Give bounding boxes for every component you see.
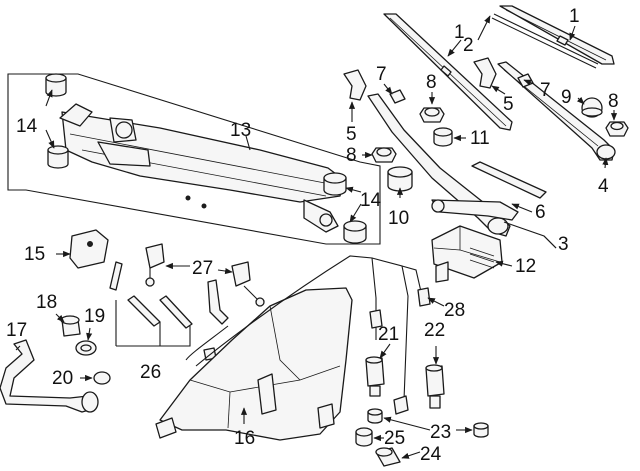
linkage-assembly [59,103,345,233]
blade-insert [491,13,599,69]
filler-seal [75,340,97,356]
arm-cap-left [343,69,367,101]
wiper-blade-left [383,13,513,131]
sensor-seal [355,427,373,447]
level-sensor-left [145,243,165,287]
arm-cap-right [473,57,497,89]
callout-5-left: 5 [346,124,357,145]
pivot-cap [581,97,603,118]
callout-4: 4 [598,176,609,197]
wiper-arm-right [497,61,616,161]
wiper-blade-right [499,5,615,65]
callout-19: 19 [84,306,105,327]
callout-28: 28 [444,300,465,321]
callout-5-right: 5 [503,94,514,115]
callout-13: 13 [230,120,251,141]
bushing-bottom-right [343,220,367,244]
callout-16: 16 [234,428,255,449]
level-sensor-right [231,261,265,307]
seal [387,166,413,192]
callout-14-left: 14 [16,116,38,137]
nut-center [419,107,445,123]
callout-15: 15 [24,244,45,265]
callout-22: 22 [424,320,445,341]
pump-grommet-left [367,408,383,424]
nut-lower [371,147,397,163]
cowl-panel [471,161,547,199]
wiper-motor [431,225,503,283]
callout-10: 10 [388,208,409,229]
callout-3: 3 [558,234,569,255]
bushing-top-left [45,73,67,97]
reservoir-cap [69,229,109,269]
washer-pump-right [425,364,445,409]
callout-7-right: 7 [540,80,551,101]
level-sensor-bottom [375,447,401,467]
callout-12: 12 [515,256,536,277]
callout-23: 23 [430,422,451,443]
callout-2: 2 [463,35,474,56]
washer-pump-left [365,356,385,397]
filler-cap [60,315,81,337]
washer-reservoir [155,287,353,441]
callout-8-lower: 8 [346,145,357,166]
wiper-arm-left [367,93,511,237]
leader-lines [15,15,618,459]
hose-b [127,295,161,327]
hose-a [109,261,123,291]
pump-grommet-right [473,422,489,438]
hose-c [159,295,193,329]
callout-27: 27 [192,258,213,279]
callout-20: 20 [52,368,73,389]
callout-14-right: 14 [360,190,382,211]
nut-right [605,121,629,137]
callout-1-left: 1 [454,22,465,43]
callout-8-center: 8 [426,72,437,93]
callout-9: 9 [561,87,572,108]
callout-24: 24 [420,444,442,465]
hose-clamp [93,371,111,385]
callout-8-right: 8 [608,91,619,112]
wire-harness [195,255,431,415]
bushing-bottom-left [47,145,69,169]
clip-left [389,89,406,104]
callout-1-right: 1 [569,6,580,27]
callout-11: 11 [470,128,490,149]
bushing-top-right [323,172,347,196]
callout-21: 21 [378,324,399,345]
callout-18: 18 [36,292,57,313]
linkage-bracket [431,199,519,221]
callout-26: 26 [140,362,161,383]
callout-7-left: 7 [376,64,387,85]
callout-17: 17 [6,320,27,341]
linkage-frame-box [7,73,381,245]
callout-6: 6 [535,202,546,223]
filler-hose [0,339,99,413]
hose-d [207,279,229,325]
callout-25: 25 [384,428,405,449]
grommet [433,127,453,147]
